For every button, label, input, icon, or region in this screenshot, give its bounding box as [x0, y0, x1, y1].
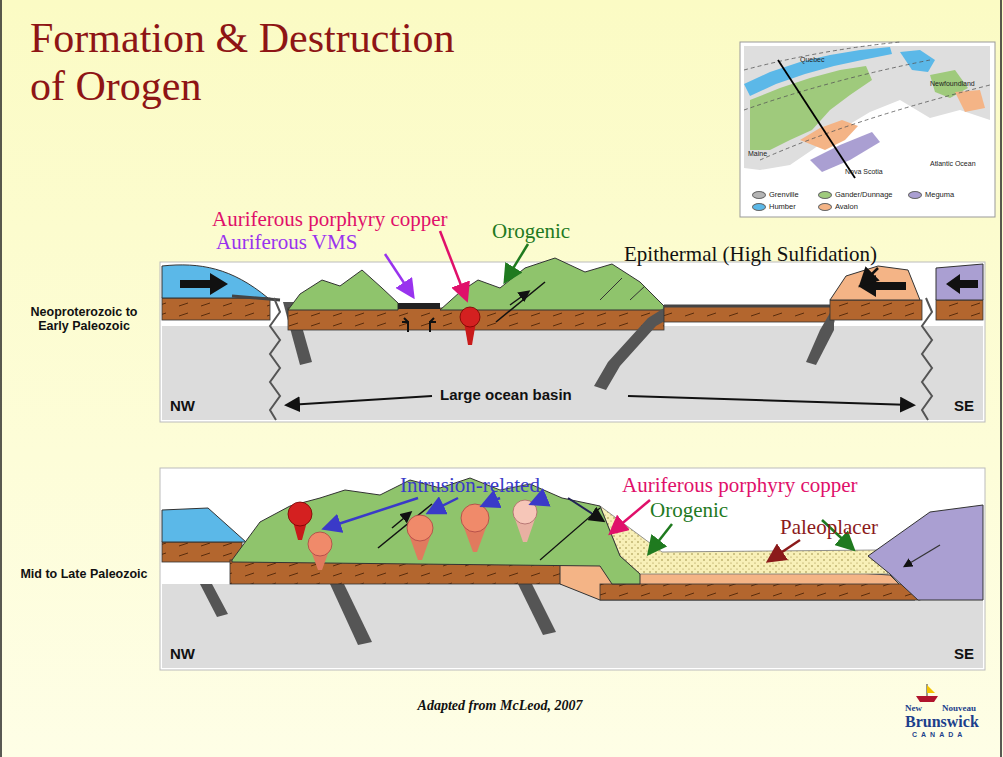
- map-label: Maine: [748, 150, 767, 158]
- legend-swatch: [818, 191, 832, 199]
- era-label: Neoproterozoic to Early Paleozoic: [14, 306, 154, 334]
- logo-text: New: [905, 704, 922, 714]
- deposit-label: Intrusion-related: [400, 474, 540, 497]
- logo-text: Nouveau: [942, 704, 976, 714]
- legend-text: Grenville: [769, 190, 799, 199]
- era-label: Mid to Late Paleozoic: [14, 568, 154, 582]
- direction-label: SE: [952, 646, 976, 663]
- legend-entry: Humber: [752, 202, 796, 211]
- legend-text: Meguma: [925, 190, 954, 199]
- slide-title: Formation & Destruction of Orogen: [30, 14, 480, 111]
- logo-text: CANADA: [912, 731, 966, 739]
- deposit-label: Auriferous VMS: [216, 231, 357, 254]
- deposit-label: Orogenic: [492, 220, 570, 243]
- map-label: Atlantic Ocean: [930, 160, 976, 168]
- logo-text: Brunswick: [905, 713, 979, 731]
- map-label: Nova Scotia: [845, 168, 883, 176]
- legend-swatch: [752, 203, 766, 211]
- legend-text: Humber: [769, 202, 796, 211]
- legend-swatch: [908, 191, 922, 199]
- direction-label: NW: [168, 646, 197, 663]
- direction-label: NW: [168, 398, 197, 415]
- legend-text: Avalon: [835, 202, 858, 211]
- source-caption: Adapted from McLeod, 2007: [300, 698, 700, 714]
- basin-label: Large ocean basin: [438, 387, 574, 404]
- legend-entry: Meguma: [908, 190, 954, 199]
- deposit-label: Auriferous porphyry copper: [212, 208, 448, 231]
- legend-entry: Avalon: [818, 202, 858, 211]
- map-label: Quebec: [800, 56, 825, 64]
- legend-entry: Gander/Dunnage: [818, 190, 893, 199]
- legend-text: Gander/Dunnage: [835, 190, 893, 199]
- deposit-label: Paleoplacer: [780, 516, 878, 539]
- deposit-label: Auriferous porphyry copper: [622, 474, 858, 497]
- legend-entry: Grenville: [752, 190, 799, 199]
- deposit-label: Epithermal (High Sulfidation): [624, 243, 877, 266]
- deposit-label: Orogenic: [650, 499, 728, 522]
- legend-swatch: [752, 191, 766, 199]
- map-label: Newfoundland: [930, 80, 975, 88]
- direction-label: SE: [952, 398, 976, 415]
- legend-swatch: [818, 203, 832, 211]
